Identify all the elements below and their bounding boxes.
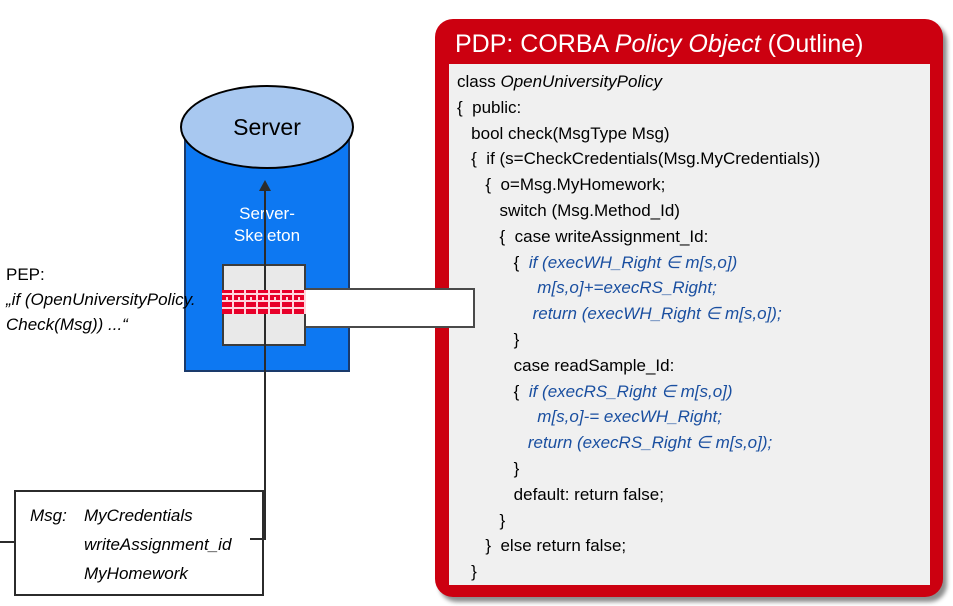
code-line: m[s,o]-= execWH_Right; (537, 407, 722, 427)
code-line: { public: (457, 97, 522, 117)
code-line: m[s,o]+=execRS_Right; (537, 278, 717, 298)
msg-value: writeAssignment_id (84, 535, 232, 554)
code-line: { if (execWH_Right ∈ m[s,o]) (457, 252, 738, 272)
server-label: Server (233, 113, 301, 140)
code-line: default: return false; (457, 484, 664, 504)
code-line: return (execRS_Right ∈ m[s,o]); (527, 433, 773, 453)
code-line: switch (Msg.Method_Id) (457, 200, 680, 220)
msg-key-label: Msg: (30, 506, 67, 525)
message-flow-line (264, 186, 266, 540)
pdp-code-listing: class OpenUniversityPolicy { public: bool… (457, 69, 820, 585)
code-line: } (457, 562, 477, 582)
msg-row: writeAssignment_id (30, 530, 262, 559)
pep-code-line-2: Check(Msg)) ...“ (6, 315, 128, 334)
msg-box: Msg: MyCredentials writeAssignment_id My… (14, 490, 264, 596)
pdp-code-panel: class OpenUniversityPolicy { public: bool… (449, 64, 930, 585)
code-line: return (execWH_Right ∈ m[s,o]); (532, 304, 782, 324)
code-line: { o=Msg.MyHomework; (457, 175, 666, 195)
msg-key-spacer (30, 559, 84, 588)
code-line: case readSample_Id: (457, 355, 675, 375)
msg-value: MyCredentials (84, 506, 193, 525)
code-line: } (457, 458, 520, 478)
code-line: { if (s=CheckCredentials(Msg.MyCredentia… (457, 149, 821, 169)
msg-inbound-line (0, 541, 22, 543)
pdp-title-prefix: PDP: CORBA (455, 30, 615, 58)
code-line: } (457, 329, 520, 349)
msg-row: MyHomework (30, 559, 262, 588)
code-line: } else return false; (457, 536, 627, 556)
pdp-title-suffix: (Outline) (760, 30, 864, 58)
message-flow-elbow (250, 538, 266, 540)
pdp-panel-title: PDP: CORBA Policy Object (Outline) (455, 30, 863, 59)
server-cylinder-top: Server (180, 85, 354, 169)
code-line: } (457, 510, 506, 530)
brick-wall-icon (222, 290, 306, 314)
code-line: { case writeAssignment_Id: (457, 226, 709, 246)
msg-row: Msg: MyCredentials (30, 501, 262, 530)
code-line: { if (execRS_Right ∈ m[s,o]) (457, 381, 733, 401)
msg-value: MyHomework (84, 564, 188, 583)
pep-title: PEP: (6, 265, 45, 284)
code-line: bool check(MsgType Msg) (457, 123, 670, 143)
pep-caption: PEP: „if (OpenUniversityPolicy. Check(Ms… (6, 262, 236, 337)
pdp-title-emphasis: Policy Object (614, 30, 761, 58)
server-skeleton-label: Server- Skeleton (233, 204, 301, 245)
pep-code-line-1: „if (OpenUniversityPolicy. (6, 290, 196, 309)
message-flow-arrowhead-icon (259, 180, 271, 191)
code-line: class OpenUniversityPolicy (457, 72, 663, 91)
msg-key-spacer (30, 530, 84, 559)
